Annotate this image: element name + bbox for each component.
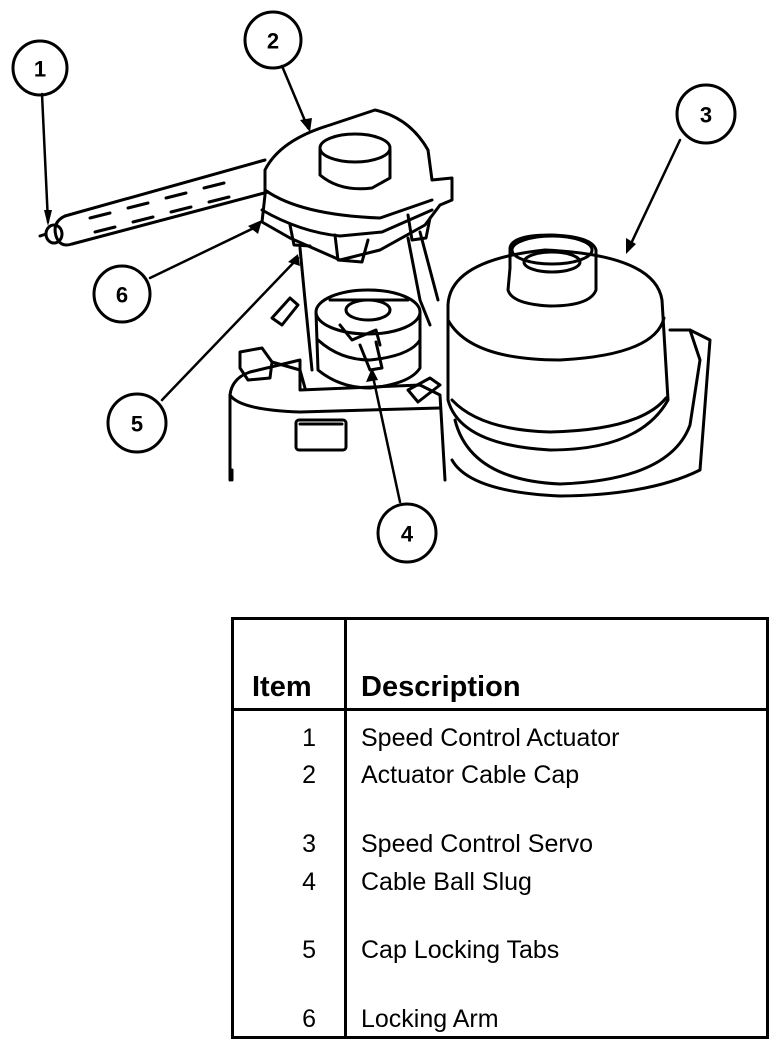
legend-table: Item Description 1 Speed Control Actuato… xyxy=(231,617,769,1039)
header-description: Description xyxy=(361,671,521,703)
callout-6: 6 xyxy=(116,283,128,308)
item-number: 6 xyxy=(302,1005,316,1033)
column-divider xyxy=(344,620,347,1036)
item-number: 4 xyxy=(302,868,316,896)
table-row: 6 Locking Arm xyxy=(234,1003,766,1035)
item-number: 5 xyxy=(302,936,316,964)
table-row: 2 Actuator Cable Cap xyxy=(234,759,766,791)
callout-3: 3 xyxy=(700,103,712,128)
leader-lines xyxy=(40,64,682,504)
actuator-cable xyxy=(38,158,270,247)
item-description: Cap Locking Tabs xyxy=(361,936,560,964)
item-description: Actuator Cable Cap xyxy=(361,761,580,789)
item-number: 2 xyxy=(302,761,316,789)
callout-4: 4 xyxy=(401,522,414,547)
table-row: 3 Speed Control Servo xyxy=(234,828,766,860)
header-divider xyxy=(234,708,766,711)
speed-control-servo xyxy=(446,233,712,498)
item-description: Locking Arm xyxy=(361,1005,499,1033)
table-row: 1 Speed Control Actuator xyxy=(234,722,766,754)
header-item: Item xyxy=(252,671,312,703)
actuator-cable-cap xyxy=(260,108,454,372)
callout-circles xyxy=(11,10,737,564)
table-row: 5 Cap Locking Tabs xyxy=(234,934,766,966)
servo-housing xyxy=(228,296,447,482)
callout-2: 2 xyxy=(267,29,279,54)
item-description: Speed Control Servo xyxy=(361,830,594,858)
item-description: Speed Control Actuator xyxy=(361,724,620,752)
item-number: 1 xyxy=(302,724,316,752)
item-number: 3 xyxy=(302,830,316,858)
assembly-diagram: 1 2 3 4 5 6 xyxy=(11,10,737,564)
item-description: Cable Ball Slug xyxy=(361,868,532,896)
table-row: 4 Cable Ball Slug xyxy=(234,866,766,898)
callout-5: 5 xyxy=(131,412,143,437)
callout-1: 1 xyxy=(34,57,46,82)
cable-ball-fitting xyxy=(314,288,422,390)
